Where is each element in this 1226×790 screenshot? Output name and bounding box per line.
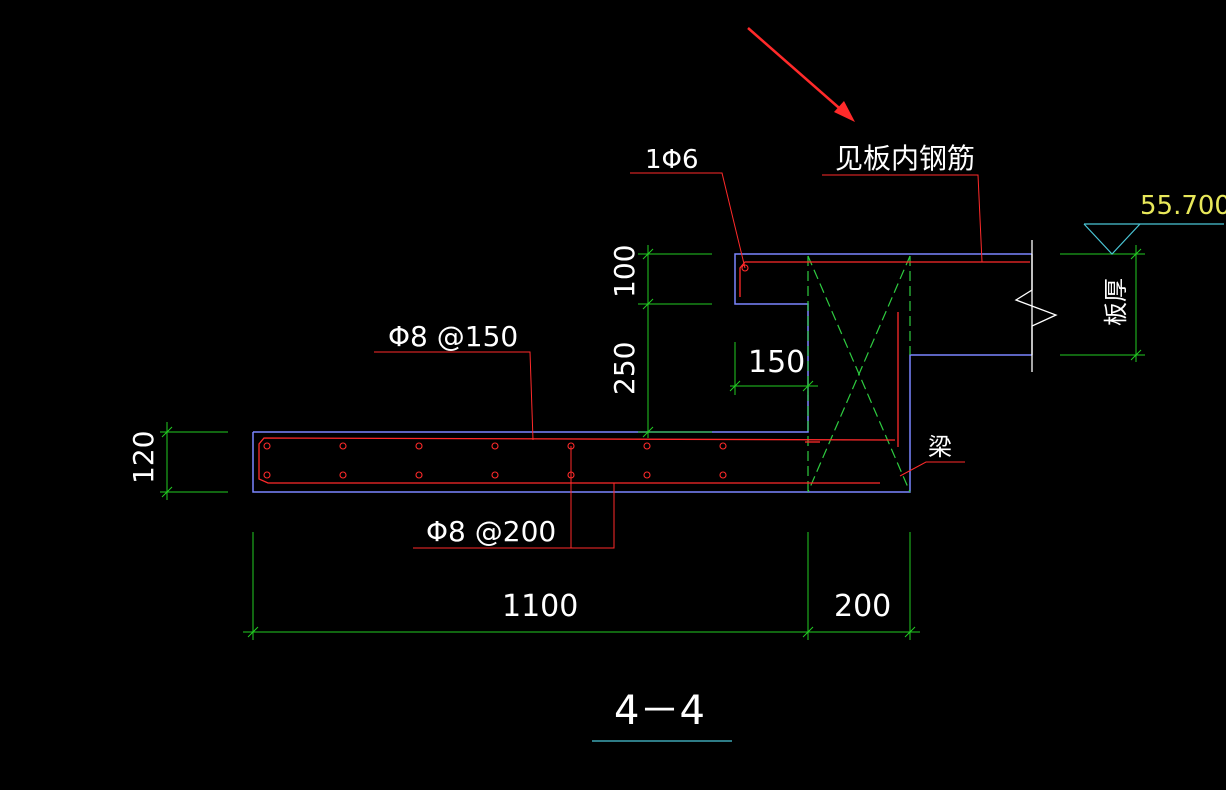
beam-width-dimension: 200 <box>834 589 891 624</box>
slab-thickness-label: 板厚 <box>1102 278 1130 326</box>
beam-label: 梁 <box>928 433 952 461</box>
step-width-dimension: 150 <box>748 345 805 380</box>
slab-rebar-note: 见板内钢筋 <box>835 142 975 175</box>
elevation-symbol <box>1083 223 1224 255</box>
concrete-outline <box>252 253 1032 493</box>
elevation-value: 55.700 <box>1140 191 1226 221</box>
rebar-dots <box>263 264 749 479</box>
step-height-dimension: 250 <box>608 342 641 395</box>
bottom-main-bar-label: Φ8 @200 <box>426 515 556 548</box>
upturn-height-dimension: 100 <box>608 245 641 298</box>
leader-lines <box>374 172 983 549</box>
slab-break-symbol <box>1014 240 1058 372</box>
top-distribution-bar-label: Φ8 @150 <box>388 320 518 353</box>
cantilever-length-dimension: 1100 <box>502 589 578 624</box>
rebar <box>258 261 1030 484</box>
arrow-icon <box>747 27 855 122</box>
beam-hatch <box>807 255 911 493</box>
slab-thickness-dimension: 120 <box>127 431 160 484</box>
top-bar-label: 1Φ6 <box>645 145 699 175</box>
dimension-lines <box>160 245 1145 640</box>
section-title: 4－4 <box>614 688 705 734</box>
